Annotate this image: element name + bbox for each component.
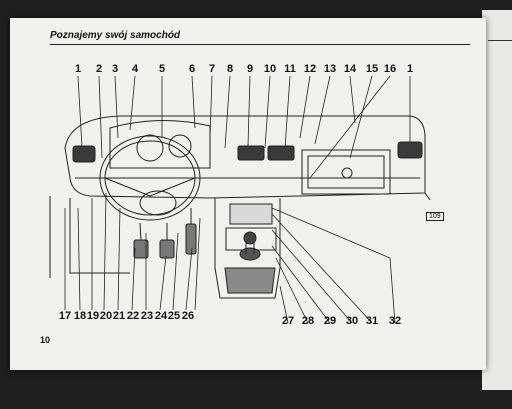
figure-code: 109 [426,212,444,221]
dashboard-diagram [49,75,431,324]
callout-20: 20 [99,310,113,322]
callout-3: 3 [111,63,119,75]
callout-8: 8 [226,63,234,75]
callout-9: 9 [246,63,254,75]
callout-32: 32 [388,315,402,327]
callout-27: 27 [281,315,295,327]
callout-1: 1 [74,63,82,75]
callout-22: 22 [126,310,140,322]
callout-19: 19 [86,310,100,322]
callout-14: 14 [343,63,357,75]
callout-16: 16 [383,63,397,75]
callout-31: 31 [365,315,379,327]
callout-24: 24 [154,310,168,322]
callout-26: 26 [181,310,195,322]
callout-21: 21 [112,310,126,322]
callout-4: 4 [131,63,139,75]
callout-15: 15 [365,63,379,75]
callout-17: 17 [58,310,72,322]
callout-11: 11 [284,63,296,75]
callout-29: 29 [323,315,337,327]
callout-7: 7 [208,63,216,75]
callout-1-right: 1 [406,63,414,75]
callout-25: 25 [167,310,181,322]
callout-6: 6 [188,63,196,75]
callout-30: 30 [345,315,359,327]
callout-23: 23 [140,310,154,322]
callout-28: 28 [301,315,315,327]
callout-2: 2 [95,63,103,75]
manual-page: Poznajemy swój samochód [10,18,486,370]
callout-10: 10 [263,63,277,75]
header-divider [50,44,470,45]
callout-13: 13 [323,63,337,75]
callout-18: 18 [73,310,87,322]
callout-5: 5 [158,63,166,75]
page-number: 10 [40,335,51,345]
callout-12: 12 [303,63,317,75]
facing-page-edge [482,10,512,390]
page-title: Poznajemy swój samochód [50,30,181,41]
